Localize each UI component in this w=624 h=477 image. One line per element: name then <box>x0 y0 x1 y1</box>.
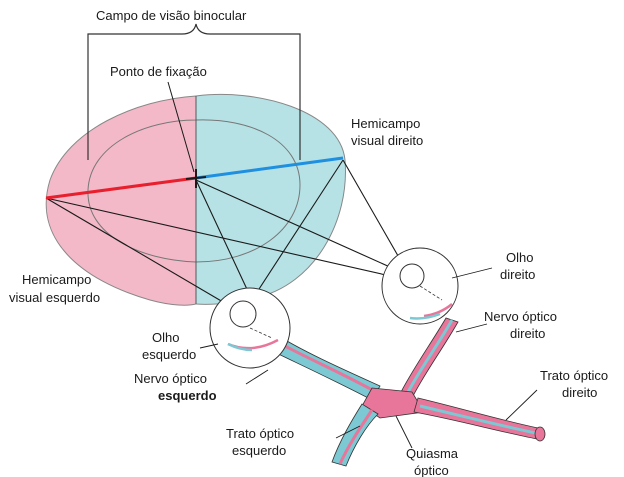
label-right-optic-tract-1: Trato óptico <box>540 368 608 383</box>
fixation-pointer <box>167 81 195 173</box>
left-eye <box>209 287 291 369</box>
right-hemifield-shape <box>195 93 346 305</box>
label-binocular-field: Campo de visão binocular <box>96 8 247 23</box>
left-hemifield-shape <box>45 95 197 306</box>
label-left-optic-tract-1: Trato óptico <box>226 426 294 441</box>
label-left-eye-2: esquerdo <box>142 347 196 362</box>
label-right-optic-nerve-1: Nervo óptico <box>484 309 557 324</box>
leader-lines <box>199 267 538 449</box>
label-right-hemifield-1: Hemicampo <box>351 116 420 131</box>
label-fixation-point: Ponto de fixação <box>110 64 207 79</box>
label-left-optic-nerve-1: Nervo óptico <box>134 371 207 386</box>
chiasm-shape <box>361 387 425 419</box>
right-eye <box>381 247 459 325</box>
label-left-hemifield-2: visual esquerdo <box>9 290 100 305</box>
label-right-optic-tract-2: direito <box>562 385 597 400</box>
label-right-optic-nerve-2: direito <box>510 326 545 341</box>
label-left-eye-1: Olho <box>152 330 179 345</box>
label-right-eye-1: Olho <box>506 250 533 265</box>
labels: Campo de visão binocular Ponto de fixaçã… <box>9 8 608 477</box>
label-chiasm-2: óptico <box>414 463 449 477</box>
label-right-hemifield-2: visual direito <box>351 133 423 148</box>
label-left-optic-nerve-2: esquerdo <box>158 388 217 403</box>
label-left-optic-tract-2: esquerdo <box>232 443 286 458</box>
label-left-hemifield-1: Hemicampo <box>22 272 91 287</box>
projection-lines <box>45 159 411 313</box>
binocular-field-bracket <box>87 23 301 160</box>
label-right-eye-2: direito <box>500 267 535 282</box>
label-chiasm-1: Quiasma <box>406 446 459 461</box>
optic-pathway <box>261 317 546 467</box>
fixation-axis <box>45 81 344 200</box>
right-field-line <box>195 156 344 180</box>
left-field-line <box>45 176 197 200</box>
